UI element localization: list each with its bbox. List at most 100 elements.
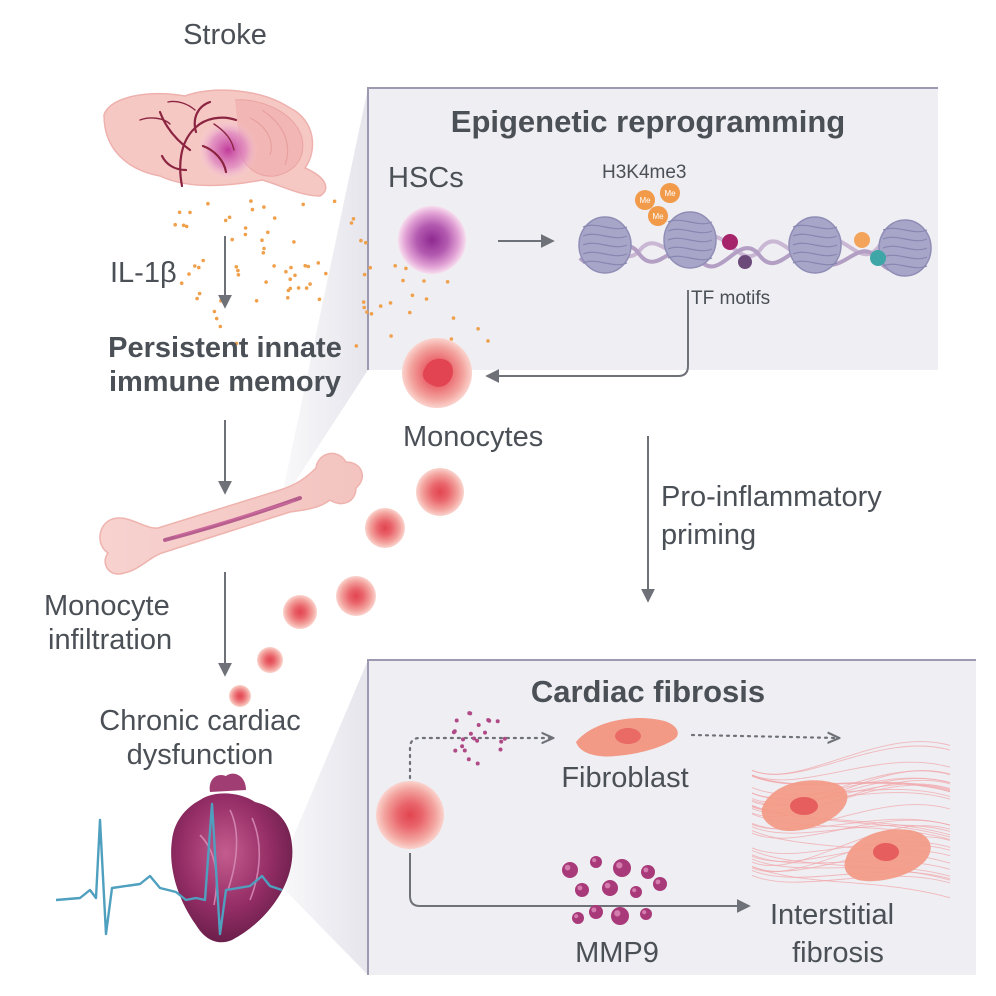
monocyte-cell-icon bbox=[402, 338, 472, 408]
cytokine-dot bbox=[317, 297, 322, 302]
cytokine-dot bbox=[286, 288, 291, 293]
cardiac-fibrosis-title: Cardiac fibrosis bbox=[531, 674, 765, 709]
chronic-dysfunction-line2: dysfunction bbox=[127, 739, 274, 771]
cytokine-dot bbox=[197, 265, 201, 270]
cytokine-dot bbox=[369, 312, 374, 316]
secreted-dot bbox=[468, 711, 473, 716]
hscs-label: HSCs bbox=[388, 162, 464, 194]
fibroblast-label: Fibroblast bbox=[561, 762, 688, 794]
secreted-factor-dots bbox=[451, 711, 507, 766]
cytokine-dot bbox=[266, 230, 270, 235]
cytokine-dot bbox=[173, 222, 177, 227]
methyl-label: Me bbox=[639, 196, 651, 205]
monocyte-cell-icon bbox=[336, 576, 376, 616]
monocyte-cell-icon bbox=[283, 595, 317, 629]
mmp9-particles-icon bbox=[562, 856, 667, 925]
cytokine-dot bbox=[404, 266, 408, 271]
cytokine-dot bbox=[243, 232, 248, 237]
cytokine-dot bbox=[304, 286, 309, 290]
cytokine-dot bbox=[363, 240, 368, 245]
secreted-dot bbox=[475, 738, 480, 743]
h3k4me3-label: H3K4me3 bbox=[602, 162, 687, 183]
interstitial-fibrosis-line1: Interstitial bbox=[770, 899, 894, 931]
cytokine-dot bbox=[476, 327, 480, 331]
cytokine-dot bbox=[308, 282, 312, 286]
stroke-label: Stroke bbox=[183, 19, 267, 51]
chronic-dysfunction-line1: Chronic cardiac bbox=[99, 705, 300, 737]
secreted-dot bbox=[466, 757, 471, 762]
cytokine-dot bbox=[250, 207, 255, 212]
cytokine-dot bbox=[389, 334, 393, 338]
arrow-monocyte-to-fibroblast bbox=[408, 738, 552, 780]
cytokine-dot bbox=[223, 218, 228, 223]
fibrosis-tissue-icon bbox=[751, 741, 951, 899]
cytokine-dot bbox=[362, 272, 367, 277]
methyl-label: Me bbox=[664, 189, 676, 198]
cytokine-dot bbox=[181, 223, 186, 228]
cytokine-dot bbox=[408, 310, 412, 315]
fibroblast-cell-icon bbox=[576, 718, 678, 757]
epigenetic-title: Epigenetic reprogramming bbox=[451, 104, 845, 139]
cytokine-dot bbox=[362, 305, 367, 310]
cytokine-dot bbox=[262, 205, 266, 209]
cytokine-dot bbox=[316, 261, 321, 265]
secreted-dot bbox=[460, 744, 465, 749]
cytokine-dot bbox=[227, 215, 232, 220]
secreted-dot bbox=[475, 761, 480, 766]
cytokine-dot bbox=[284, 269, 288, 274]
epigenetic-panel bbox=[367, 87, 938, 370]
secreted-dot bbox=[476, 723, 481, 727]
cytokine-dot bbox=[292, 240, 296, 244]
cytokine-dot bbox=[197, 291, 202, 296]
persistent-memory-line2: immune memory bbox=[109, 366, 341, 398]
secreted-dot bbox=[499, 739, 504, 744]
monocyte-infiltration-line1: Monocyte bbox=[44, 590, 170, 622]
brain-icon bbox=[103, 89, 327, 197]
cytokine-dot bbox=[254, 299, 259, 303]
secreted-dot bbox=[495, 719, 500, 724]
cytokine-dot bbox=[301, 202, 306, 207]
cytokine-dot bbox=[422, 279, 426, 283]
priming-line1: Pro-inflammatory bbox=[661, 481, 882, 513]
secreted-dot bbox=[468, 731, 473, 736]
cytokine-dot bbox=[212, 309, 217, 314]
cytokine-dot bbox=[236, 273, 241, 277]
tf-motifs-label: TF motifs bbox=[691, 288, 770, 309]
cytokine-dot bbox=[234, 265, 239, 269]
cytokine-dot bbox=[243, 226, 248, 230]
cytokine-dot bbox=[368, 265, 373, 270]
secreted-dot bbox=[461, 737, 465, 742]
cytokine-dot bbox=[286, 296, 290, 300]
secreted-dot bbox=[472, 736, 477, 741]
cytokine-dot bbox=[410, 293, 415, 298]
cytokine-dot bbox=[272, 264, 276, 268]
cytokine-dot bbox=[188, 210, 192, 215]
cytokine-dot bbox=[388, 301, 393, 305]
cytokine-dot bbox=[177, 210, 182, 215]
cytokine-dot bbox=[262, 246, 266, 251]
monocyte-cell-icon bbox=[365, 508, 405, 548]
secreted-dot bbox=[454, 718, 459, 723]
cytokine-dot bbox=[264, 280, 268, 284]
cytokine-dot bbox=[236, 268, 240, 273]
migrating-monocytes bbox=[229, 468, 464, 707]
cytokine-dot bbox=[303, 263, 308, 268]
cytokine-dot bbox=[296, 286, 301, 290]
priming-line2: priming bbox=[661, 519, 756, 551]
methyl-group-badges: Me Me Me bbox=[635, 183, 680, 226]
secreted-dot bbox=[453, 748, 458, 753]
heart-icon bbox=[171, 773, 293, 943]
nucleosome-dna-icon bbox=[578, 211, 932, 277]
cytokine-dot bbox=[206, 201, 210, 206]
bone-zoom-funnel bbox=[280, 88, 368, 505]
cytokine-dot bbox=[351, 217, 356, 221]
cytokine-dot bbox=[449, 337, 454, 341]
cytokine-dot bbox=[187, 272, 191, 276]
cytokine-dot bbox=[184, 224, 189, 229]
cytokine-dot bbox=[354, 344, 359, 348]
cytokine-dot bbox=[193, 264, 197, 268]
monocyte-cell-icon bbox=[229, 685, 251, 707]
monocyte-cell-icon bbox=[416, 468, 464, 516]
cytokine-dot bbox=[486, 339, 490, 343]
